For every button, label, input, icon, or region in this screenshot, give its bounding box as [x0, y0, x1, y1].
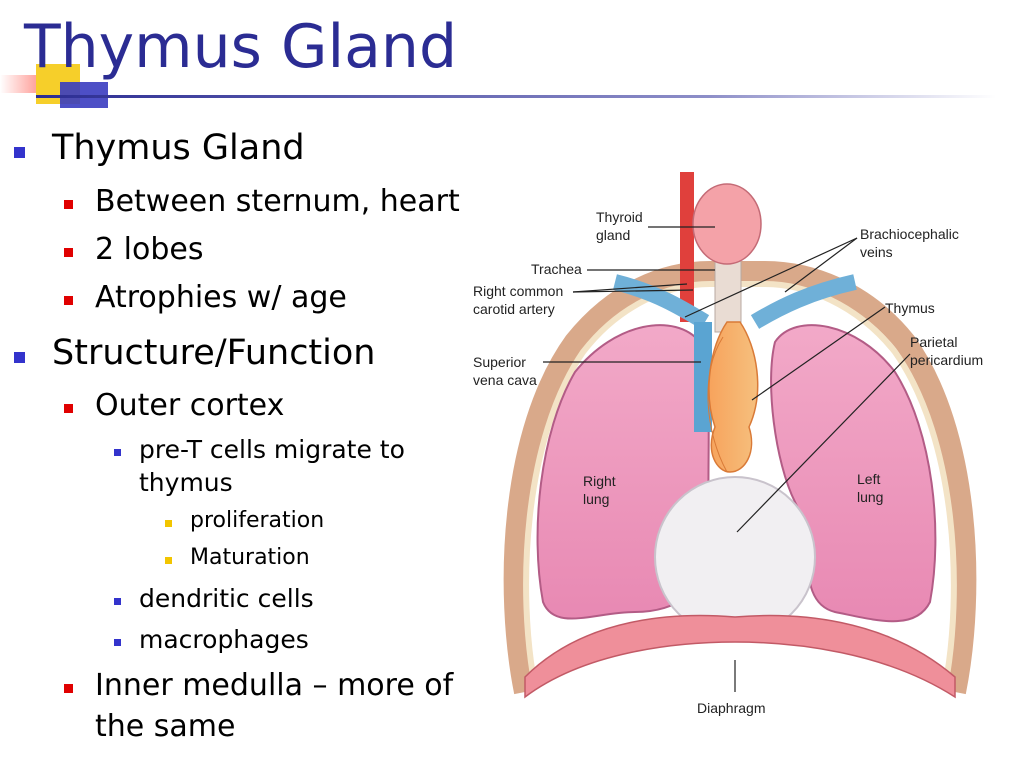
bullet-text-level-3: thymus: [139, 468, 233, 497]
title-decoration: [0, 64, 996, 108]
bullet-marker-level-2: [64, 248, 73, 257]
bullet-text-level-2: the same: [95, 709, 236, 744]
label-thymus: Thymus: [885, 300, 935, 316]
thorax-anatomy-figure: Thyroid gland Trachea Right common carot…: [473, 172, 983, 716]
label-left-lung-1: Left: [857, 471, 880, 487]
label-svc-2: vena cava: [473, 372, 537, 388]
bullet-text-level-1: Structure/Function: [52, 333, 376, 373]
bullet-marker-level-2: [64, 404, 73, 413]
label-diaphragm: Diaphragm: [697, 700, 765, 716]
bullet-text-level-2: Atrophies w/ age: [95, 280, 347, 315]
label-brachio-1: Brachiocephalic: [860, 226, 959, 242]
bullet-text-level-3: pre-T cells migrate to: [139, 435, 405, 464]
thymus-shape: [708, 321, 759, 473]
thymus-lobe-left: [707, 336, 728, 473]
diaphragm-shape: [524, 614, 956, 699]
bullet-text-level-1: Thymus Gland: [52, 128, 305, 168]
label-parietal-1: Parietal: [910, 334, 957, 350]
bullet-text-level-2: Between sternum, heart: [95, 184, 460, 219]
label-thyroid-2: gland: [596, 227, 630, 243]
brachiocephalic-veins-shape: [613, 274, 857, 329]
bullet-text-level-3: macrophages: [139, 625, 309, 654]
label-thyroid-1: Thyroid: [596, 209, 643, 225]
bullet-text-level-2: Inner medulla – more of: [95, 668, 454, 703]
bullet-text-level-4: Maturation: [190, 545, 310, 570]
label-right-lung-1: Right: [583, 473, 616, 489]
label-brachio-2: veins: [860, 244, 893, 260]
label-right-lung-2: lung: [583, 491, 609, 507]
bullet-marker-level-3: [114, 598, 121, 605]
bullet-marker-level-3: [114, 449, 121, 456]
bullet-marker-level-2: [64, 296, 73, 305]
bullet-text-level-4: proliferation: [190, 508, 325, 533]
label-trachea: Trachea: [531, 261, 582, 277]
bullet-marker-level-1: [14, 147, 25, 158]
bullet-text-level-2: Outer cortex: [95, 388, 285, 423]
slide-title: Thymus Gland: [24, 12, 458, 82]
label-carotid-1: Right common: [473, 283, 563, 299]
bullet-marker-level-1: [14, 352, 25, 363]
label-parietal-2: pericardium: [910, 352, 983, 368]
bullet-marker-level-2: [64, 200, 73, 209]
bullet-marker-level-4: [165, 557, 172, 564]
leader-lines: [543, 226, 911, 692]
bullet-marker-level-3: [114, 639, 121, 646]
label-svc-1: Superior: [473, 354, 526, 370]
bullet-text-level-2: 2 lobes: [95, 232, 204, 267]
title-rule: [36, 95, 996, 98]
thyroid-shape: [692, 183, 762, 265]
bullet-marker-level-4: [165, 520, 172, 527]
heart-pericardium: [654, 476, 816, 638]
bullet-text-level-3: dendritic cells: [139, 584, 314, 613]
label-carotid-2: carotid artery: [473, 301, 555, 317]
bullet-marker-level-2: [64, 684, 73, 693]
label-left-lung-2: lung: [857, 489, 883, 505]
